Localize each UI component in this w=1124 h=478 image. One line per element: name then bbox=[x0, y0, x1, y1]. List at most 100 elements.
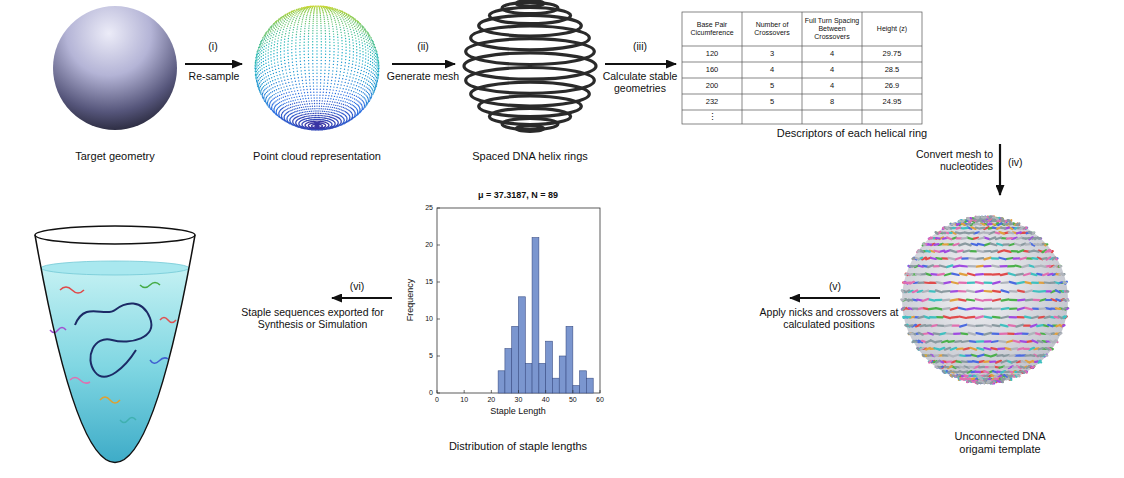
step-label: Convert mesh to nucleotides bbox=[905, 148, 993, 172]
helix-segments bbox=[901, 217, 1068, 384]
step-label: Apply nicks and crossovers at calculated… bbox=[756, 306, 902, 330]
step-label: (v) bbox=[815, 280, 855, 292]
axis-title: Staple Length bbox=[478, 406, 558, 416]
table-cell: 28.5 bbox=[863, 62, 921, 78]
pipeline-stage: Distribution of staple lengths bbox=[425, 185, 790, 460]
axis-tick bbox=[572, 390, 573, 393]
table-cell: 5 bbox=[743, 78, 801, 94]
tick-label: 0 bbox=[416, 388, 433, 398]
table-cell: ⋮ bbox=[683, 110, 741, 124]
tick-label: 30 bbox=[510, 396, 528, 404]
process-arrow bbox=[605, 63, 676, 65]
axis-tick bbox=[600, 390, 601, 393]
scaffold-strand bbox=[75, 303, 151, 376]
cloud-points bbox=[262, 76, 373, 108]
axis-title: Frequency bbox=[404, 260, 416, 340]
cloud-points bbox=[256, 60, 378, 96]
axis-tick bbox=[437, 282, 440, 283]
stage-caption: Spaced DNA helix rings bbox=[455, 150, 605, 163]
helix-ring bbox=[502, 2, 558, 13]
cloud-points bbox=[278, 100, 356, 128]
table-cell: 29.75 bbox=[863, 46, 921, 62]
table-cell: 4 bbox=[743, 62, 801, 78]
point-cloud bbox=[254, 5, 379, 130]
helix-segments bbox=[905, 217, 1066, 383]
helix-segments bbox=[903, 217, 1067, 384]
axis-tick bbox=[437, 245, 440, 246]
table-cell: 8 bbox=[803, 94, 861, 110]
histogram-bar bbox=[539, 363, 546, 393]
table-cell: 24.95 bbox=[863, 94, 921, 110]
axis-tick bbox=[518, 390, 519, 393]
axis-tick bbox=[437, 393, 440, 394]
table-rule bbox=[682, 46, 922, 47]
stage-caption: Target geometry bbox=[45, 150, 185, 163]
table-cell: 26.9 bbox=[863, 78, 921, 94]
table-cell: 160 bbox=[683, 62, 741, 78]
pipeline-stage: Unconnected DNA origami template bbox=[880, 195, 1090, 465]
histogram-bar bbox=[580, 371, 587, 393]
tick-label: 60 bbox=[591, 396, 609, 404]
table-cell: 200 bbox=[683, 78, 741, 94]
table-cell: 232 bbox=[683, 94, 741, 110]
histogram-bar bbox=[559, 356, 566, 393]
helix-ring bbox=[471, 26, 590, 50]
table-rule bbox=[802, 12, 803, 124]
staple-strand bbox=[120, 418, 136, 423]
table-rule bbox=[682, 110, 922, 111]
process-arrow bbox=[790, 297, 880, 299]
process-arrow bbox=[999, 144, 1001, 195]
table-rule bbox=[682, 94, 922, 95]
histogram-bar bbox=[573, 386, 580, 393]
beaker bbox=[30, 226, 200, 468]
histogram bbox=[437, 208, 600, 393]
tick-label: 20 bbox=[482, 396, 500, 404]
tick-label: 20 bbox=[416, 240, 433, 250]
staple-strand bbox=[150, 358, 168, 363]
table-frame bbox=[682, 12, 922, 124]
table-rule bbox=[682, 62, 922, 63]
staple-strand bbox=[140, 283, 160, 288]
pipeline-stage: Spaced DNA helix rings bbox=[455, 2, 605, 172]
step-label: (iii) bbox=[620, 40, 660, 52]
table-cell: Height (z) bbox=[863, 12, 921, 46]
beaker-rim bbox=[35, 226, 195, 244]
stage-caption: Point cloud representation bbox=[242, 150, 392, 163]
step-label: Staple sequences exported for Synthesis … bbox=[230, 306, 395, 330]
tick-label: 0 bbox=[428, 396, 446, 404]
cloud-points bbox=[301, 5, 333, 8]
table-cell: Number of Crossovers bbox=[743, 12, 801, 46]
table-cell: Full Turn Spacing Between Crossovers bbox=[803, 12, 861, 46]
table-cell: 3 bbox=[743, 46, 801, 62]
axis-tick bbox=[437, 390, 438, 393]
axis-tick bbox=[464, 390, 465, 393]
table-cell: 4 bbox=[803, 78, 861, 94]
axis-tick bbox=[491, 390, 492, 393]
histogram-bar bbox=[525, 363, 532, 393]
table-cell: 4 bbox=[803, 62, 861, 78]
axis-tick bbox=[437, 319, 440, 320]
step-label: Re-sample bbox=[177, 70, 251, 82]
tick-label: 25 bbox=[416, 203, 433, 213]
step-label: Generate mesh bbox=[381, 70, 465, 82]
table-cell: 120 bbox=[683, 46, 741, 62]
cloud-points bbox=[284, 6, 350, 16]
histogram-bar bbox=[519, 297, 526, 393]
water bbox=[30, 268, 200, 468]
origami-sphere bbox=[902, 217, 1068, 383]
cloud-points bbox=[256, 25, 377, 53]
axis-tick bbox=[545, 390, 546, 393]
staple-strand bbox=[70, 378, 90, 384]
water-surface bbox=[41, 261, 189, 275]
target-sphere bbox=[53, 6, 177, 130]
stage-caption: Descriptors of each helical ring bbox=[752, 127, 952, 140]
plot-frame bbox=[437, 208, 600, 393]
cloud-points bbox=[269, 88, 365, 117]
table-rule bbox=[742, 12, 743, 124]
tick-label: 10 bbox=[416, 314, 433, 324]
helix-segments bbox=[902, 217, 1068, 384]
pipeline-stage: Target geometry bbox=[45, 2, 185, 172]
helix-rings bbox=[464, 1, 596, 132]
